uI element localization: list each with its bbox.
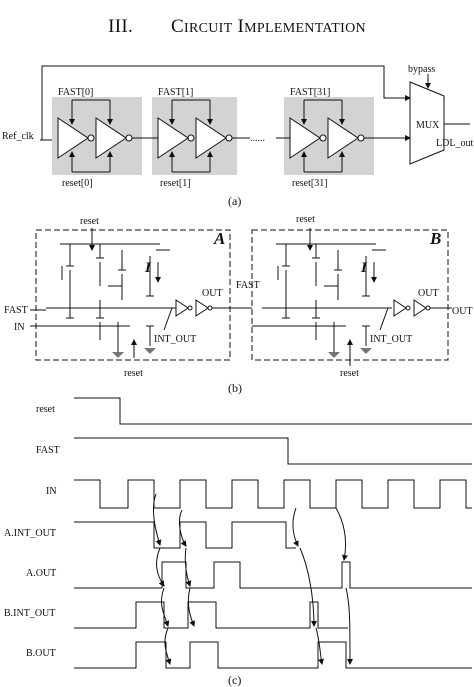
cell-b-current: I <box>360 260 368 276</box>
signal-label-a-out: A.OUT <box>26 568 56 579</box>
mux-label: MUX <box>416 120 440 131</box>
figure-c-labels: reset FAST IN A.INT_OUT A.OUT B.INT_OUT … <box>4 404 241 687</box>
caption-a: (a) <box>228 194 241 208</box>
fast-0-label: FAST[0] <box>58 87 93 98</box>
wave-b-out <box>74 641 472 669</box>
cell-a-reset-bottom: reset <box>124 368 143 379</box>
figure-a-delay-line <box>40 65 470 175</box>
caption-b: (b) <box>228 381 242 395</box>
chain-ellipsis: ...... <box>250 133 265 144</box>
title-rest-2: MPLEMENTATION <box>244 21 366 36</box>
cell-a-fast-label: FAST <box>4 305 28 316</box>
cell-b-reset-top: reset <box>296 214 315 225</box>
inverter-bubble <box>87 134 95 142</box>
wave-a-int-out <box>74 521 296 549</box>
fast-31-label: FAST[31] <box>290 87 330 98</box>
inverter-bubble <box>357 134 365 142</box>
cell-a-int-out-label: INT_OUT <box>154 334 196 345</box>
figure-a-labels: Ref_clk FAST[0] FAST[1] FAST[31] reset[0… <box>2 64 473 208</box>
signal-label-in: IN <box>46 486 57 497</box>
reset-31-label: reset[31] <box>292 178 328 189</box>
cell-a-out-label: OUT <box>202 288 223 299</box>
cell-a-current: I <box>144 260 152 276</box>
figure-c-timing-diagram <box>74 397 472 669</box>
wave-a-out <box>74 561 472 589</box>
section-number: III. <box>108 16 133 37</box>
inverter-bubble <box>125 134 133 142</box>
signal-label-reset: reset <box>36 404 55 415</box>
signal-label-b-out: B.OUT <box>26 648 56 659</box>
caption-c: (c) <box>228 673 241 687</box>
wave-reset <box>74 397 472 425</box>
cell-b-int-out-label: INT_OUT <box>370 334 412 345</box>
inverter-icon <box>57 117 89 159</box>
signal-label-fast: FAST <box>36 445 60 456</box>
title-rest-1: IRCUIT <box>183 21 233 36</box>
inverter-bubble <box>225 134 233 142</box>
signal-label-b-int-out: B.INT_OUT <box>4 608 55 619</box>
inverter-icon <box>327 117 359 159</box>
inverter-icon <box>195 117 227 159</box>
wave-in <box>74 479 472 509</box>
ref-clk-label: Ref_clk <box>2 131 34 142</box>
cell-a-box <box>35 229 231 361</box>
cell-a-in-label: IN <box>14 322 25 333</box>
fast-1-label: FAST[1] <box>158 87 193 98</box>
cell-b-reset-bottom: reset <box>340 368 359 379</box>
cell-b-name: B <box>429 229 441 248</box>
bypass-label: bypass <box>408 64 435 75</box>
mux-icon <box>409 81 445 165</box>
figure-b-cell-schematic <box>30 228 452 366</box>
cell-a-reset-top: reset <box>80 216 99 227</box>
cell-b-out-label: OUT <box>418 288 439 299</box>
signal-label-a-int-out: A.INT_OUT <box>4 528 56 539</box>
figure-b-labels: reset reset I A FAST IN INT_OUT OUT rese… <box>4 214 473 395</box>
section-title: CIRCUIT IMPLEMENTATION <box>171 16 366 37</box>
title-cap-1: C <box>171 16 184 37</box>
section-heading: III. CIRCUIT IMPLEMENTATION <box>0 16 474 38</box>
title-cap-2: I <box>237 16 245 37</box>
inverter-bubble <box>187 134 195 142</box>
wave-fast <box>74 437 472 465</box>
cell-b-transistors <box>252 228 452 366</box>
ldl-out-label: LDL_out <box>436 138 473 149</box>
inverter-icon <box>95 117 127 159</box>
cell-a-name: A <box>213 229 225 248</box>
wave-b-int-out <box>74 601 348 629</box>
bypass-path-line <box>41 65 411 140</box>
reset-0-label: reset[0] <box>62 178 93 189</box>
cell-a-transistors <box>30 228 252 358</box>
reset-1-label: reset[1] <box>160 178 191 189</box>
cell-b-out-ext-label: OUT <box>452 306 473 317</box>
inverter-bubble <box>319 134 327 142</box>
cell-b-fast-label: FAST <box>236 280 260 291</box>
